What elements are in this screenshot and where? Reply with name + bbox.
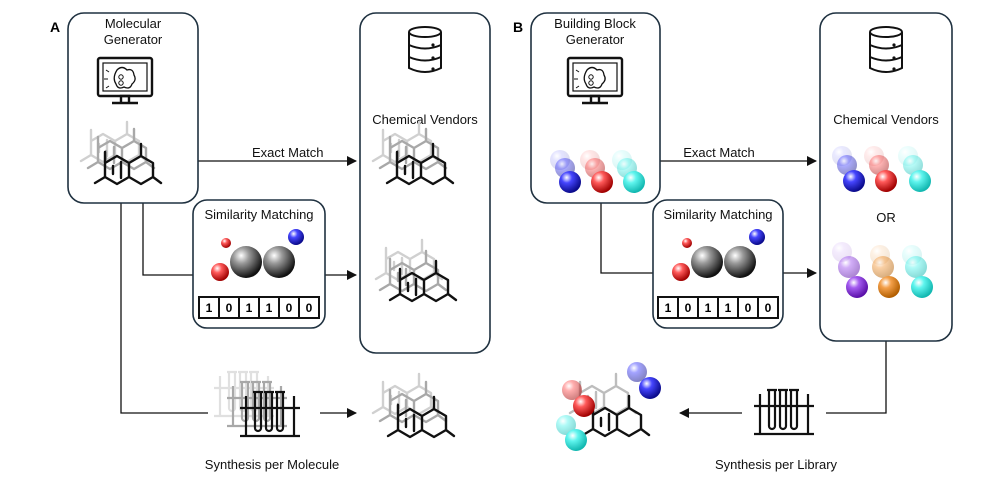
red-sphere-icon — [221, 238, 231, 248]
red-sphere-icon — [591, 171, 613, 193]
synthesis-rack-a — [212, 370, 302, 438]
blue-sphere-icon — [288, 229, 304, 245]
bit-cell: 1 — [725, 301, 732, 315]
bit-cell: 0 — [765, 301, 772, 315]
generator-label-a-line2: Generator — [104, 32, 163, 47]
vendor-exact-blocks-b — [832, 146, 931, 192]
red-sphere-icon — [211, 263, 229, 281]
panel-a-letter: A — [50, 19, 60, 35]
blue-sphere-icon — [639, 377, 661, 399]
gray-sphere-icon — [691, 246, 723, 278]
synthesized-library-b — [556, 362, 661, 451]
generator-label-b-line2: Generator — [566, 32, 625, 47]
fingerprint-bits-b: 1 0 1 1 0 0 — [657, 296, 779, 319]
fingerprint-bits-a: 1 0 1 1 0 0 — [198, 296, 320, 319]
vendors-label-b: Chemical Vendors — [833, 112, 939, 127]
similarity-spheres-a — [211, 229, 304, 281]
red-sphere-icon — [672, 263, 690, 281]
building-blocks-b — [550, 150, 645, 193]
synthesis-line-b — [826, 340, 887, 414]
red-sphere-icon — [573, 395, 595, 417]
bit-cell: 0 — [286, 301, 293, 315]
bit-cell: 0 — [685, 301, 692, 315]
exact-match-label-a: Exact Match — [252, 145, 324, 160]
gray-sphere-icon — [230, 246, 262, 278]
bit-cell: 1 — [705, 301, 712, 315]
panel-b-letter: B — [513, 19, 523, 35]
vendor-similar-blocks-b — [832, 242, 933, 298]
exact-match-label-b: Exact Match — [683, 145, 755, 160]
cyan-sphere-icon — [911, 276, 933, 298]
computer-brain-icon — [96, 56, 154, 105]
gray-sphere-icon — [724, 246, 756, 278]
red-sphere-icon — [875, 170, 897, 192]
bit-cell: 0 — [745, 301, 752, 315]
synthesis-line-a — [120, 202, 208, 414]
cyan-sphere-icon — [565, 429, 587, 451]
or-label: OR — [876, 210, 896, 225]
bit-cell: 1 — [206, 301, 213, 315]
bit-cell: 0 — [306, 301, 313, 315]
synthesis-label-a: Synthesis per Molecule — [205, 457, 339, 472]
gray-sphere-icon — [263, 246, 295, 278]
synthesized-molecules-a — [371, 372, 456, 439]
cyan-sphere-icon — [909, 170, 931, 192]
blue-sphere-icon — [749, 229, 765, 245]
chemical-vendors-box-a — [359, 12, 491, 354]
synthesis-label-b: Synthesis per Library — [715, 457, 838, 472]
generator-label-b-line1: Building Block — [554, 16, 636, 31]
bit-cell: 0 — [226, 301, 233, 315]
generator-label-a-line1: Molecular — [105, 16, 162, 31]
similarity-line-b — [600, 202, 655, 274]
orange-sphere-icon — [878, 276, 900, 298]
cyan-sphere-icon — [623, 171, 645, 193]
bit-cell: 1 — [665, 301, 672, 315]
red-sphere-icon — [682, 238, 692, 248]
computer-brain-icon — [566, 56, 624, 105]
similarity-spheres-b — [672, 229, 765, 281]
bit-cell: 1 — [246, 301, 253, 315]
similarity-label-a: Similarity Matching — [204, 207, 313, 222]
vendors-label-a: Chemical Vendors — [372, 112, 478, 127]
blue-sphere-icon — [559, 171, 581, 193]
similarity-label-b: Similarity Matching — [663, 207, 772, 222]
blue-sphere-icon — [843, 170, 865, 192]
bit-cell: 1 — [266, 301, 273, 315]
test-tube-rack-icon — [752, 388, 816, 436]
purple-sphere-icon — [846, 276, 868, 298]
panel-b-connectors — [600, 156, 887, 418]
